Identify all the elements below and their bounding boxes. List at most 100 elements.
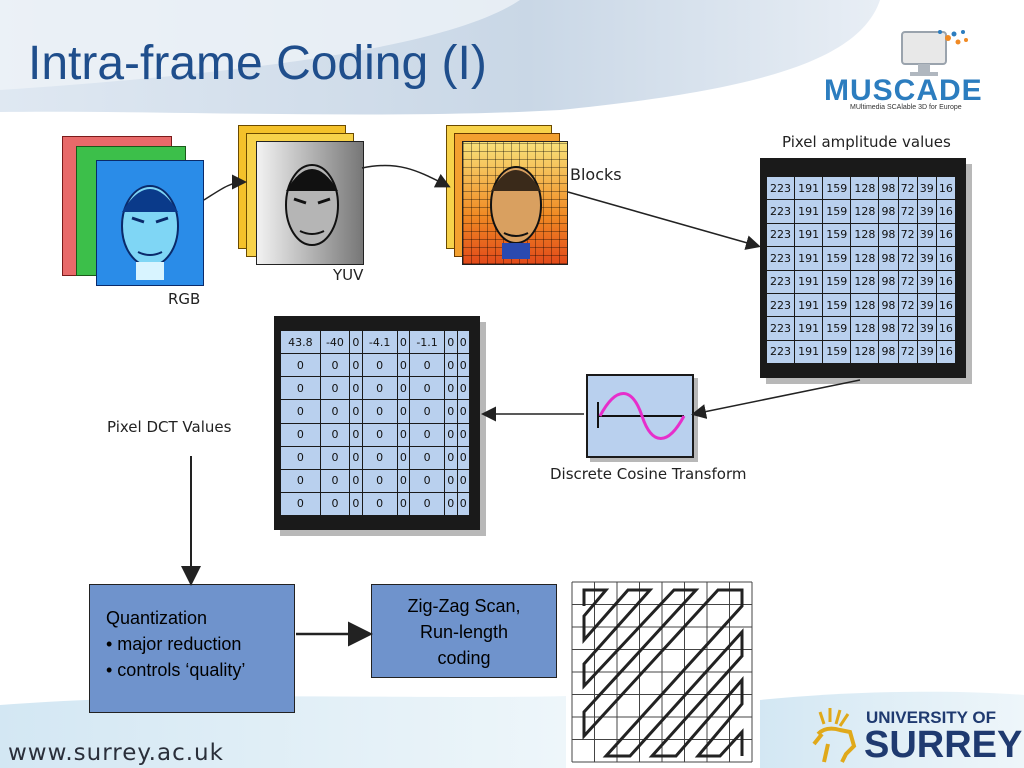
pixel-amplitude-cell: 16 — [935, 269, 957, 294]
dct-box — [586, 374, 694, 458]
pixel-dct-cell: 0 — [280, 491, 321, 517]
pixel-amplitude-cell: 16 — [935, 339, 957, 365]
pixel-amplitude-cell: 191 — [794, 269, 824, 294]
pixel-amplitude-cell: 98 — [878, 246, 899, 271]
pixel-dct-cell: 0 — [319, 491, 351, 517]
pixel-dct-cell: 0 — [444, 468, 458, 493]
pixel-dct-cell: 0 — [396, 422, 411, 447]
pixel-amplitude-cell: 128 — [850, 269, 880, 294]
blocks-image-stack — [446, 125, 571, 265]
sine-wave-icon — [597, 392, 686, 440]
blocks-label: Blocks — [570, 165, 622, 184]
pixel-dct-cell: 0 — [409, 468, 446, 493]
pixel-dct-cell: 0 — [319, 468, 351, 493]
monitor-icon — [901, 30, 968, 76]
pixel-dct-cell: 0 — [456, 491, 470, 517]
pixel-amplitude-cell: 39 — [916, 316, 937, 341]
pixel-amplitude-cell: 72 — [897, 269, 918, 294]
pixel-dct-cell: 0 — [349, 353, 363, 378]
quantization-box: Quantization • major reduction • control… — [89, 584, 295, 713]
muscade-wordmark: MUSCADE — [824, 74, 983, 107]
pixel-dct-cell: 0 — [349, 468, 363, 493]
muscade-tagline: MUltimedia SCAlable 3D for Europe — [850, 104, 962, 111]
pixel-amplitude-cell: 16 — [935, 292, 957, 318]
pixel-dct-cell: 0 — [280, 376, 321, 401]
pixel-amplitude-cell: 98 — [878, 339, 899, 365]
pixel-dct-cell: 0 — [456, 329, 470, 355]
pixel-dct-cell: 0 — [280, 445, 321, 470]
pixel-dct-cell: 0 — [361, 399, 398, 424]
pixel-dct-cell: 0 — [361, 491, 398, 517]
pixel-dct-cell: 0 — [349, 491, 363, 517]
pixel-amplitude-cell: 72 — [897, 199, 918, 224]
pixel-dct-cell: 0 — [456, 468, 470, 493]
pixel-dct-cell: 0 — [361, 353, 398, 378]
pixel-amplitude-cell: 98 — [878, 222, 899, 248]
quantization-bullet: • major reduction — [106, 634, 242, 654]
yuv-image-stack — [238, 125, 368, 270]
pixel-dct-cell: 0 — [444, 491, 458, 517]
pixel-amplitude-cell: 98 — [878, 316, 899, 341]
pixel-amplitude-cell: 98 — [878, 292, 899, 318]
face-icon — [285, 164, 339, 246]
pixel-amplitude-cell: 39 — [916, 222, 937, 248]
pixel-dct-cell: 0 — [444, 329, 458, 355]
pixel-dct-cell: 0 — [409, 445, 446, 470]
zigzag-line: Run-length — [419, 622, 509, 642]
pixel-amplitude-cell: 159 — [822, 292, 852, 318]
zigzag-scan-diagram — [566, 576, 756, 768]
pixel-dct-cell: 0 — [456, 353, 470, 378]
pixel-dct-cell: 0 — [456, 445, 470, 470]
pixel-amplitude-label: Pixel amplitude values — [782, 133, 951, 151]
pixel-amplitude-cell: 191 — [794, 222, 824, 248]
yuv-label: YUV — [333, 266, 364, 284]
pixel-dct-cell: 0 — [396, 491, 411, 517]
pixel-amplitude-cell: 159 — [822, 246, 852, 271]
pixel-dct-cell: 0 — [361, 422, 398, 447]
pixel-amplitude-cell: 72 — [897, 316, 918, 341]
pixel-dct-cell: 0 — [319, 353, 351, 378]
pixel-dct-cell: 0 — [396, 329, 411, 355]
pixel-dct-cell: 0 — [319, 399, 351, 424]
pixel-amplitude-cell: 223 — [765, 339, 796, 365]
pixel-amplitude-cell: 16 — [935, 199, 957, 224]
pixel-dct-cell: 0 — [349, 399, 363, 424]
muscade-logo: MUSCADE MUltimedia SCAlable 3D for Europ… — [820, 24, 995, 114]
face-icon — [490, 166, 542, 259]
pixel-amplitude-cell: 159 — [822, 199, 852, 224]
pixel-dct-cell: 0 — [456, 376, 470, 401]
pixel-amplitude-cell: 128 — [850, 339, 880, 365]
pixel-amplitude-cell: 128 — [850, 316, 880, 341]
pixel-amplitude-cell: 191 — [794, 246, 824, 271]
zigzag-line: coding — [437, 648, 491, 668]
pixel-dct-cell: 0 — [456, 422, 470, 447]
pixel-amplitude-cell: 128 — [850, 222, 880, 248]
pixel-dct-cell: 0 — [319, 376, 351, 401]
pixel-dct-cell: 0 — [444, 399, 458, 424]
pixel-dct-cell: 0 — [349, 329, 363, 355]
pixel-dct-cell: 0 — [280, 468, 321, 493]
blocked-image — [462, 141, 568, 265]
pixel-amplitude-cell: 223 — [765, 269, 796, 294]
pixel-amplitude-cell: 191 — [794, 316, 824, 341]
pixel-amplitude-cell: 159 — [822, 339, 852, 365]
pixel-dct-cell: 0 — [349, 422, 363, 447]
university-line1: UNIVERSITY OF — [866, 708, 997, 727]
pixel-dct-cell: 0 — [361, 468, 398, 493]
pixel-dct-cell: 0 — [349, 445, 363, 470]
pixel-amplitude-cell: 72 — [897, 292, 918, 318]
